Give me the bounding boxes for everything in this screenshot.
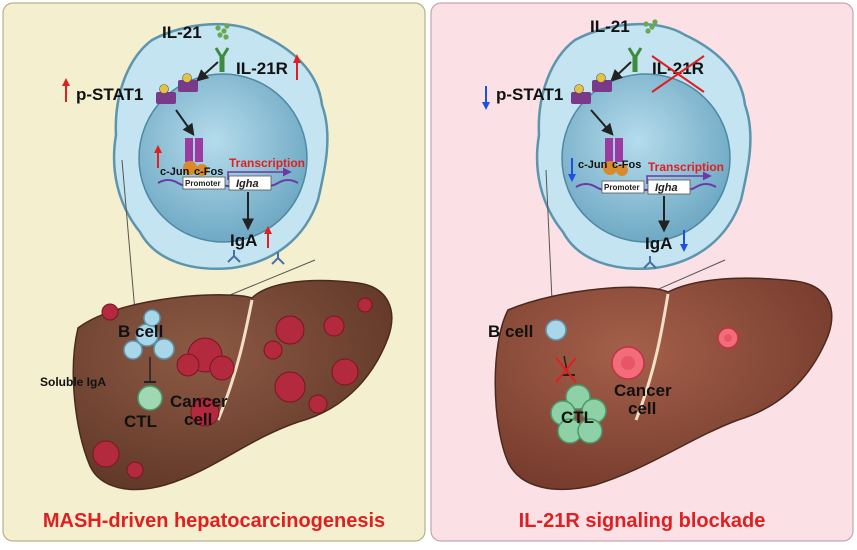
left-iga-label: IgA (230, 231, 257, 250)
right-signal-arrow (610, 61, 632, 82)
il21-dots-icon (643, 19, 658, 34)
left-ctl-cell (137, 385, 163, 411)
right-b-cell (545, 319, 567, 341)
right-cfos-label: c-Fos (612, 159, 641, 171)
right-transcription-arrow (646, 171, 712, 184)
right-cancer-cell-small (717, 327, 739, 349)
left-ctl-label: CTL (124, 412, 157, 431)
left-cancer-label-2: cell (184, 410, 212, 429)
arrow-up-head (154, 145, 162, 153)
right-liver-ligament (634, 293, 670, 421)
left-dna-strand (157, 179, 299, 187)
right-cancer-cell (611, 346, 645, 380)
iga-antibody-icon (227, 250, 285, 265)
right-caption: IL-21R signaling blockade (519, 510, 766, 532)
ap1-icon (603, 138, 628, 176)
arrow-up-head (293, 54, 301, 63)
left-cjun-label: c-Jun (160, 166, 190, 178)
right-nuclear-entry-arrow (590, 109, 614, 136)
right-pstat1-label: p-STAT1 (496, 85, 563, 104)
right-igha-label: Igha (655, 182, 678, 194)
left-promoter-box (182, 176, 226, 190)
left-pstat1-label: p-STAT1 (76, 85, 143, 104)
right-b-cell-zoom (535, 22, 752, 270)
cross-icon (555, 357, 577, 383)
left-transcription-arrow (227, 167, 292, 180)
left-caption: MASH-driven hepatocarcinogenesis (43, 510, 385, 532)
left-signal-arrow (196, 61, 219, 82)
right-cancer-label-1: Cancer (614, 381, 672, 400)
right-nucleus (561, 73, 731, 243)
right-ctl-cluster (550, 384, 607, 444)
left-cancer-label-1: Cancer (170, 392, 228, 411)
left-b-cell-cluster (123, 309, 175, 360)
right-cancer-label-2: cell (628, 399, 656, 418)
arrow-down-head (680, 244, 688, 252)
receptor-icon (627, 47, 643, 72)
left-transcription-label: Transcription (229, 156, 305, 170)
stat1-icon (156, 73, 198, 104)
il21-dots-icon (215, 23, 230, 40)
right-transcription-label: Transcription (648, 160, 724, 174)
right-il21r-label: IL-21R (652, 59, 704, 78)
arrow-up-head (62, 78, 70, 86)
right-il21-label: IL-21 (590, 17, 630, 36)
cross-icon (651, 55, 705, 93)
arrow-down-head (482, 102, 490, 110)
left-il21r-label: IL-21R (236, 59, 288, 78)
left-promoter-label: Promoter (185, 179, 221, 188)
left-il21-label: IL-21 (162, 23, 202, 42)
stat1-icon (571, 73, 612, 104)
right-promoter-box (601, 180, 645, 194)
right-dna-strand (575, 183, 717, 191)
right-panel: IL-21 IL-21R p-STAT1 (430, 2, 854, 542)
right-cjun-label: c-Jun (578, 159, 608, 171)
iga-antibody-icon (643, 256, 657, 269)
left-igha-box (228, 175, 272, 191)
arrow-up-head (264, 226, 272, 234)
right-iga-label: IgA (645, 234, 672, 253)
right-promoter-label: Promoter (604, 183, 640, 192)
left-igha-label: Igha (236, 178, 259, 190)
left-soluble-iga-label: Soluble IgA (40, 375, 106, 389)
left-cfos-label: c-Fos (194, 166, 223, 178)
left-nuclear-entry-arrow (175, 109, 195, 136)
left-liver-ligament (216, 299, 254, 421)
receptor-icon (214, 47, 230, 72)
right-igha-box (647, 179, 691, 195)
right-bcell-label: B cell (488, 322, 533, 341)
left-zoom-line-1 (121, 159, 136, 313)
left-liver-tumors (92, 297, 373, 479)
left-bcell-label: B cell (118, 322, 163, 341)
ap1-icon (183, 138, 208, 176)
right-ctl-label: CTL (561, 408, 594, 427)
left-panel: IL-21 IL-21R p-STAT1 (2, 2, 426, 542)
arrow-down-head (568, 174, 576, 182)
